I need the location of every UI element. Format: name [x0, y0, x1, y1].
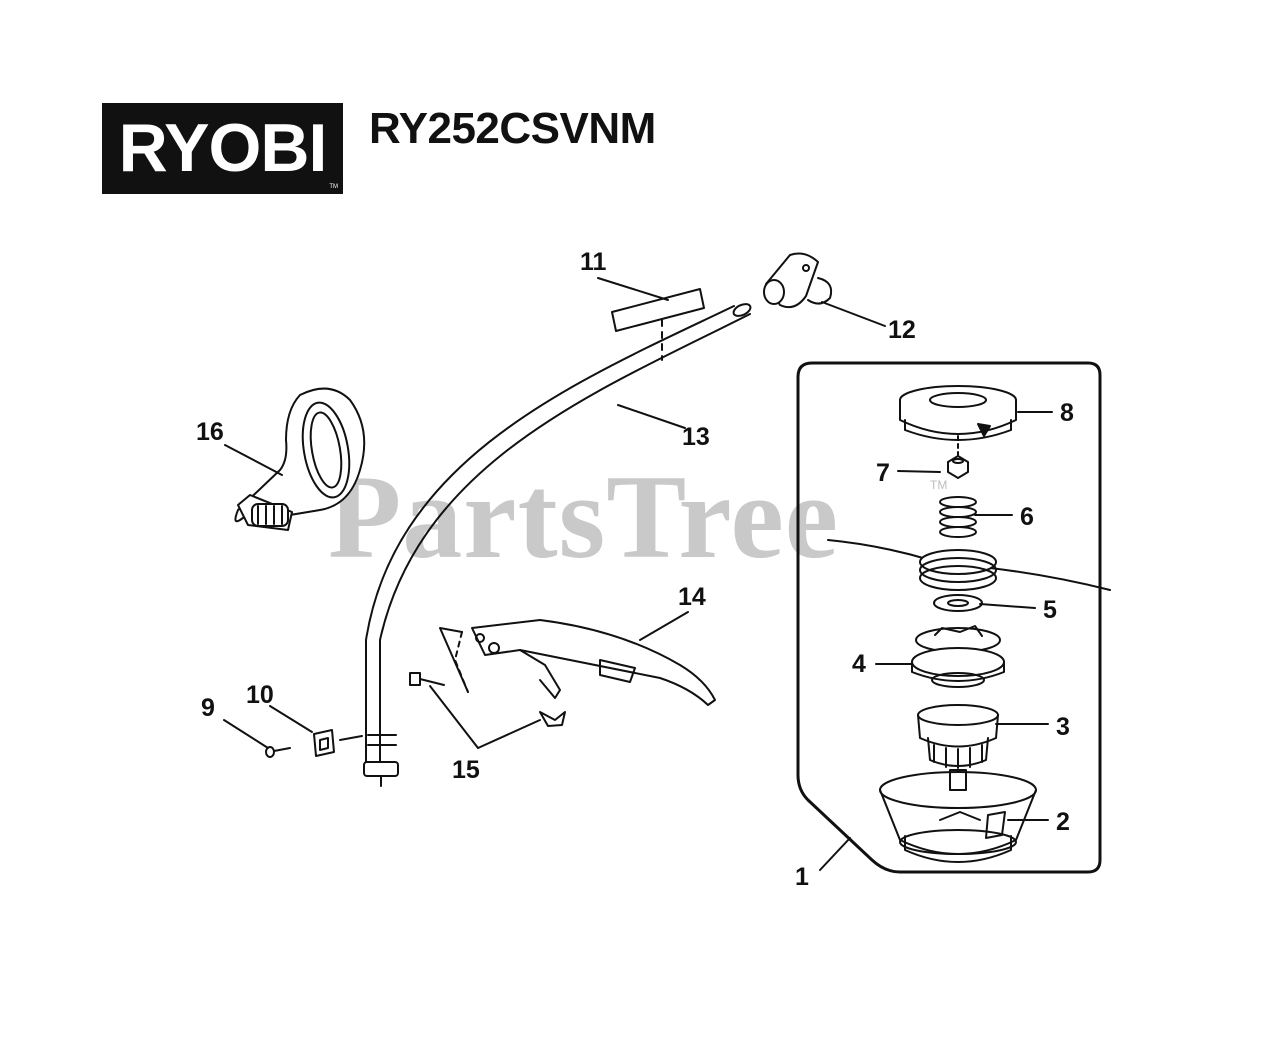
ryobi-logo: RYOBI TM: [102, 103, 343, 194]
bump-knob: [899, 385, 1017, 441]
drive-gear: [917, 704, 999, 769]
auxiliary-handle: [234, 387, 366, 531]
callout-16: 16: [196, 418, 224, 446]
callout-5: 5: [1043, 596, 1057, 624]
callout-4: 4: [852, 650, 866, 678]
eyelet-ring: [933, 594, 983, 612]
logo-tm: TM: [329, 184, 338, 190]
trimmer-line-spool: [827, 539, 1111, 591]
callout-10: 10: [246, 681, 274, 709]
callout-8: 8: [1060, 399, 1074, 427]
watermark: PartsTree: [328, 450, 839, 583]
callout-6: 6: [1020, 503, 1034, 531]
nut: [947, 435, 969, 479]
callout-15: 15: [452, 756, 480, 784]
callout-9: 9: [201, 694, 215, 722]
guard: [439, 619, 716, 706]
screw-and-wingnut: [409, 672, 566, 727]
coupler: [763, 252, 833, 309]
callout-numbers: 1 2 3 4 5 6 7 8 9 10 11 12 13 14 15 16: [196, 248, 1074, 891]
callout-2: 2: [1056, 808, 1070, 836]
callout-11: 11: [580, 248, 607, 276]
callout-14: 14: [678, 583, 706, 611]
watermark-tm: TM: [930, 478, 948, 492]
model-number: RY252CSVNM: [369, 104, 656, 153]
decal-label: [611, 288, 705, 361]
callout-13: 13: [682, 423, 710, 451]
leader-lines: [223, 277, 1053, 871]
callout-12: 12: [888, 316, 916, 344]
shaft: [363, 303, 752, 787]
callout-1: 1: [795, 863, 809, 891]
spring: [939, 496, 977, 538]
housing: [879, 769, 1037, 863]
logo-text: RYOBI: [118, 110, 328, 186]
trimmer-head-outline: [796, 361, 1102, 874]
bolt-and-clip: [265, 729, 363, 758]
callout-3: 3: [1056, 713, 1070, 741]
spool: [911, 625, 1005, 688]
callout-7: 7: [876, 459, 890, 487]
